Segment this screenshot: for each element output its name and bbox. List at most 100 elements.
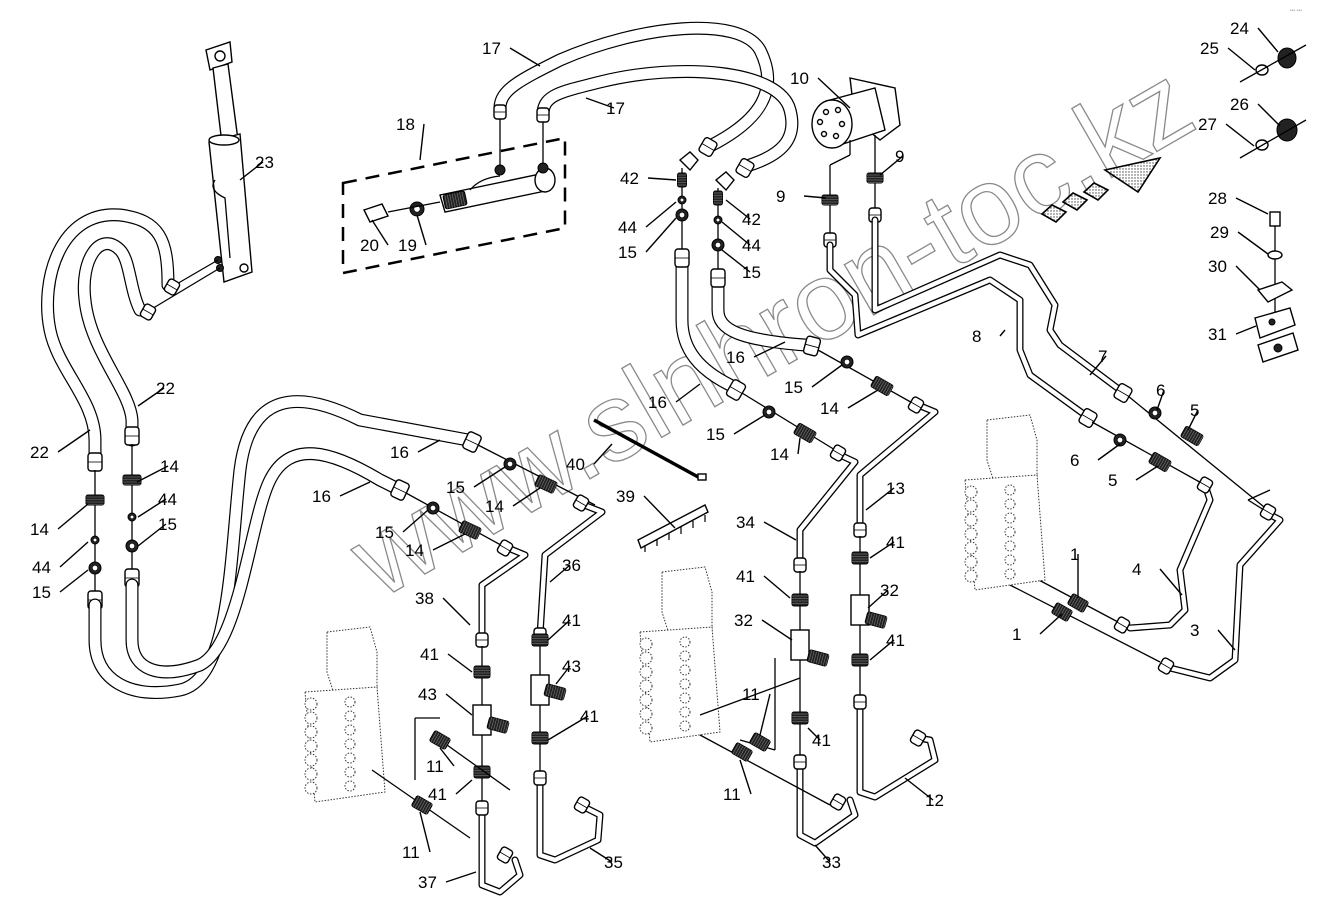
thread-line [545, 684, 550, 696]
leader-line-41 [869, 639, 895, 661]
axis-line [1091, 421, 1206, 486]
bolt-28-head-icon [1269, 211, 1281, 227]
hex-edge [393, 486, 407, 494]
pipe-nut-icon [475, 800, 489, 816]
thread-line [741, 748, 748, 759]
thread-line [454, 192, 458, 207]
valve-port [344, 710, 356, 722]
callout-42: 42 [742, 210, 761, 229]
leader-line-15 [59, 569, 89, 593]
thread-line [878, 615, 883, 628]
callout-14: 14 [820, 399, 839, 418]
thread-line [810, 650, 815, 663]
thread-line [414, 797, 422, 809]
fitting-body [429, 730, 451, 750]
valve-port [304, 711, 318, 725]
control-valve-icon [964, 414, 1046, 591]
callout-32: 32 [880, 581, 899, 600]
fitting-11-icon [411, 795, 433, 815]
thread-line [495, 718, 500, 731]
pipe-nut-icon [793, 754, 807, 770]
thread-line [873, 613, 878, 626]
callout-29: 29 [1210, 223, 1229, 242]
thread-line [549, 481, 556, 493]
leader-line-41 [547, 715, 589, 741]
port-icon [494, 164, 506, 176]
thread-line [739, 746, 746, 758]
hose-end-icon [735, 157, 755, 179]
thread-line [818, 652, 822, 665]
leader-line-12 [904, 777, 934, 801]
thread-line [469, 525, 475, 537]
hose-end-icon [710, 268, 726, 288]
pipe-8-bore [827, 242, 1088, 418]
thread-line [763, 740, 771, 752]
fitting-body [791, 711, 809, 725]
leader-line-15 [811, 364, 843, 388]
valve-head [661, 566, 713, 638]
callout-41: 41 [580, 707, 599, 726]
callout-41: 41 [812, 731, 831, 750]
thread-line [743, 749, 751, 761]
thread-line [1061, 608, 1068, 619]
hose-16-c-bore [676, 256, 736, 391]
valve-port [964, 513, 978, 527]
thread-line [412, 796, 420, 807]
fitting-body [851, 551, 869, 565]
thread-line [446, 194, 451, 209]
thread-line [423, 802, 431, 814]
seal-6-icon-hole [1117, 436, 1124, 443]
thread-line [1164, 461, 1172, 473]
thread-line [502, 720, 507, 733]
leader-line-5 [1135, 465, 1159, 481]
thread-line [1073, 596, 1080, 608]
leader-line-14 [847, 389, 879, 409]
valve-port [304, 781, 318, 795]
callout-11: 11 [742, 685, 760, 704]
callout-36: 36 [562, 556, 581, 575]
valve-port [1004, 512, 1016, 524]
hose-17-a-bore [494, 22, 773, 151]
leader-line-41 [447, 653, 473, 673]
valve-port [1004, 484, 1016, 496]
leader-line-44 [137, 498, 167, 518]
hex-edge [701, 143, 715, 151]
fitting-body [866, 172, 884, 184]
axis-line [477, 444, 596, 506]
fitting-41-icon [791, 711, 809, 725]
callout-28: 28 [1208, 189, 1227, 208]
arrow-segment-icon [1082, 182, 1110, 201]
thread-line [471, 526, 477, 538]
leader-line-18 [419, 123, 425, 161]
leader-line-44 [721, 221, 751, 246]
callout-10: 10 [790, 69, 809, 88]
callout-14: 14 [485, 497, 504, 516]
leader-line-15 [645, 217, 677, 253]
pipe-33-bore [797, 759, 858, 846]
thread-line [808, 650, 813, 662]
pipe-33 [796, 758, 859, 847]
thread-line [745, 750, 753, 762]
thread-line [562, 688, 567, 701]
thread-line [761, 739, 769, 751]
fitting-body [731, 742, 753, 762]
callout-17: 17 [606, 99, 625, 118]
thread-line [545, 479, 551, 491]
fitting-14-icon [85, 494, 105, 506]
elbow-42-icon [714, 171, 735, 192]
tee-32-icon [850, 594, 870, 626]
leader-line-19 [416, 214, 427, 246]
valve-port [679, 692, 691, 704]
valve-port [964, 499, 978, 513]
leader-line-22 [137, 387, 165, 407]
thread-line [500, 720, 505, 733]
fitting-41-icon [473, 765, 491, 779]
cable-tie-head-icon [697, 473, 707, 481]
thread-line [805, 429, 813, 441]
hex-edge [499, 544, 511, 552]
hex-edge [166, 283, 178, 291]
callout-23: 23 [255, 153, 274, 172]
hose-22-b [77, 237, 147, 447]
leader-line-3 [1217, 629, 1236, 651]
pipe-35-bore [537, 775, 603, 863]
